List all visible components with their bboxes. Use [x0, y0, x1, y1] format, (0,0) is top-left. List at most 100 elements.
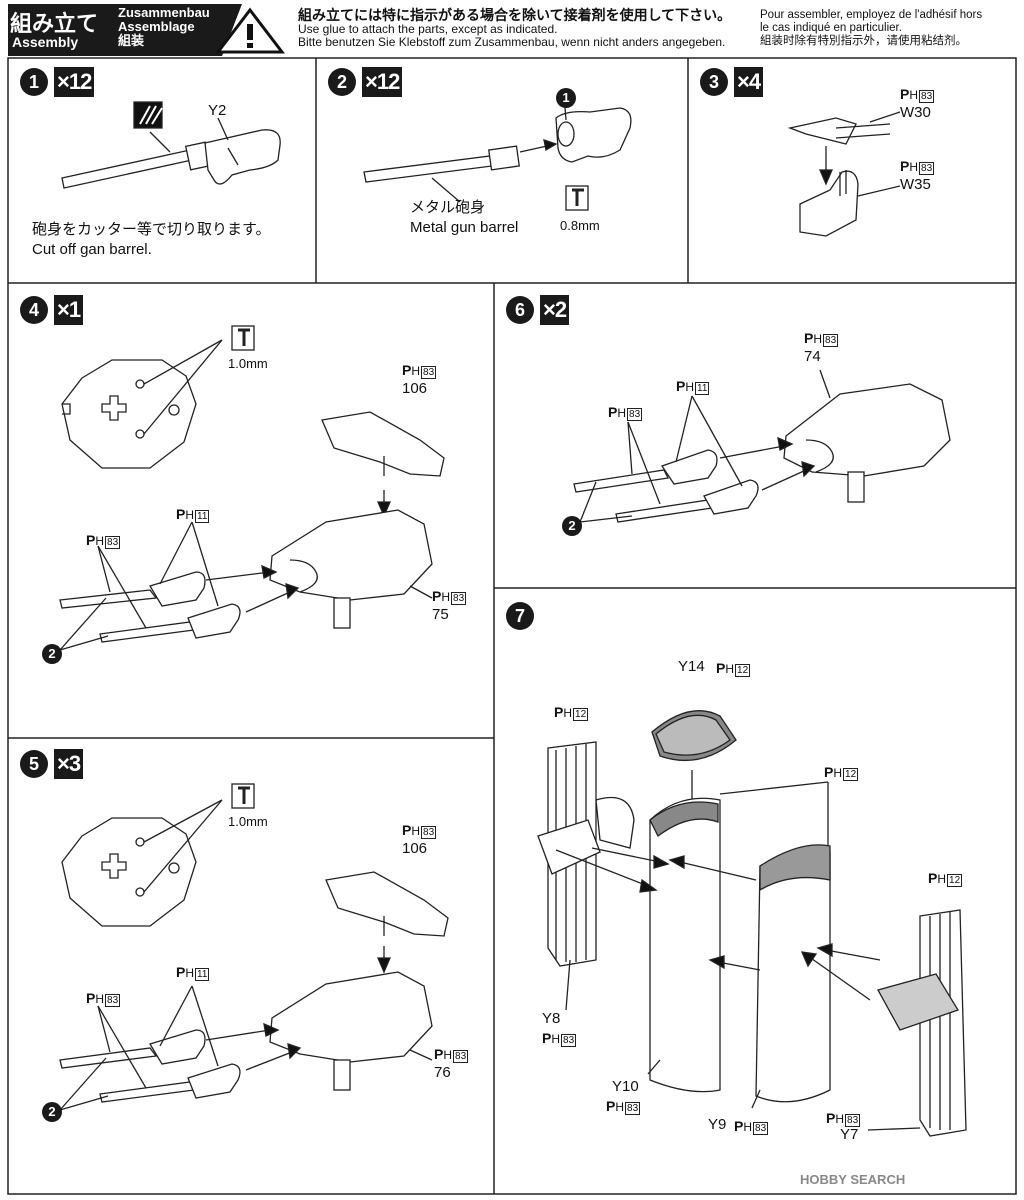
ph-sub: H [813, 332, 823, 346]
warning-text-2: Pour assembler, employez de l'adhésif ho… [760, 9, 982, 48]
warning-exclamation-icon [247, 24, 253, 40]
ph-sub: H [185, 508, 195, 522]
header-title-fr-text: Assemblage [118, 19, 195, 34]
ph-prefix: P [176, 964, 186, 980]
ph-prefix: P [900, 86, 910, 102]
step-number-2: 2 [328, 68, 356, 96]
ph-number: 83 [845, 1114, 861, 1127]
step-qty-1: ×12 [54, 67, 95, 97]
step-qty-3: ×4 [734, 67, 764, 97]
header-title-cn-text: 組装 [118, 33, 145, 48]
step6-ref-badge: 2 [562, 516, 582, 536]
step7-y14-label: Y14 [678, 658, 705, 675]
step1-gun-barrel [61, 101, 281, 189]
ph-number: 11 [195, 968, 210, 981]
step1-note-jp: 砲身をカッター等で切り取ります。 [32, 221, 271, 238]
step2-label-jp: メタル砲身 [410, 199, 486, 216]
step7-y7-label: Y7 [840, 1126, 859, 1143]
ph-prefix: P [676, 378, 686, 394]
ph-prefix: P [716, 660, 726, 676]
step5-base-plate [61, 783, 255, 927]
ph-sub: H [95, 992, 105, 1006]
ph-prefix: P [824, 764, 834, 780]
ph-prefix: P [86, 990, 96, 1006]
warning-fr-2: le cas indiqué en particulier. [760, 22, 902, 34]
ph-sub: H [563, 706, 573, 720]
header-title-jp: 組み立て [10, 11, 99, 36]
step5-part-d: 76 [434, 1064, 451, 1081]
step4-base-plate [61, 325, 255, 469]
warning-de: Bitte benutzen Sie Klebstoff zum Zusamme… [298, 35, 726, 49]
step7-y8-label: Y8 [542, 1010, 561, 1027]
step4-part-a: 106 [402, 380, 428, 397]
ph-number: 83 [627, 408, 643, 421]
step4-turret [59, 411, 445, 651]
ph-number: 83 [453, 1050, 469, 1063]
step5-ref-badge: 2 [42, 1102, 62, 1122]
ph-sub: H [835, 1112, 845, 1126]
step1-part-label: Y2 [208, 102, 227, 119]
watermark: HOBBY SEARCH [800, 1172, 906, 1187]
ph-prefix: P [826, 1110, 836, 1126]
step-qty-6: ×2 [540, 295, 570, 325]
ph-number: 83 [421, 366, 437, 379]
step4-ref-badge: 2 [42, 644, 62, 664]
ph-number: 83 [753, 1122, 769, 1135]
ph-sub: H [615, 1100, 625, 1114]
ph-prefix: P [176, 506, 186, 522]
step2-label: メタル砲身 Metal gun barrel [410, 198, 518, 238]
ph-sub: H [685, 380, 695, 394]
ph-prefix: P [554, 704, 564, 720]
ph-prefix: P [804, 330, 814, 346]
ph-number: 83 [451, 592, 467, 605]
ph-prefix: P [432, 588, 442, 604]
ph-sub: H [551, 1032, 561, 1046]
header-title-de-text: Zusammenbau [118, 5, 210, 20]
ph-number: 12 [573, 708, 589, 721]
panel-grid [7, 57, 1017, 1195]
ph-sub: H [443, 1048, 453, 1062]
step4-part-d: 75 [432, 606, 449, 623]
step2-label-en: Metal gun barrel [410, 219, 519, 236]
step-number-3: 3 [700, 68, 728, 96]
ph-prefix: P [900, 158, 910, 174]
ph-prefix: P [402, 822, 412, 838]
step-number-6: 6 [506, 296, 534, 324]
ph-sub: H [725, 662, 735, 676]
ph-prefix: P [542, 1030, 552, 1046]
step7-funnel [537, 710, 967, 1137]
step-number-7: 7 [506, 602, 534, 630]
step5-part-a: 106 [402, 840, 428, 857]
warning-cn: 組装时除有特別指示外，请使用粘结剂。 [760, 35, 967, 47]
ph-prefix: P [402, 362, 412, 378]
ph-prefix: P [86, 532, 96, 548]
ph-number: 83 [823, 334, 839, 347]
ph-sub: H [833, 766, 843, 780]
ph-number: 12 [843, 768, 859, 781]
ph-number: 83 [561, 1034, 577, 1047]
step7-y9-label: Y9 [708, 1116, 727, 1133]
warning-text: 組み立てには特に指示がある場合を除いて接着剤を使用して下さい。 Use glue… [298, 7, 731, 49]
ph-sub: H [411, 824, 421, 838]
ph-sub: H [909, 160, 919, 174]
ph-number: 83 [105, 536, 121, 549]
ph-number: 83 [919, 162, 935, 175]
step4-drill-size: 1.0mm [228, 356, 268, 371]
warning-en: Use glue to attach the parts, except as … [298, 22, 558, 36]
ph-prefix: P [606, 1098, 616, 1114]
ph-sub: H [411, 364, 421, 378]
